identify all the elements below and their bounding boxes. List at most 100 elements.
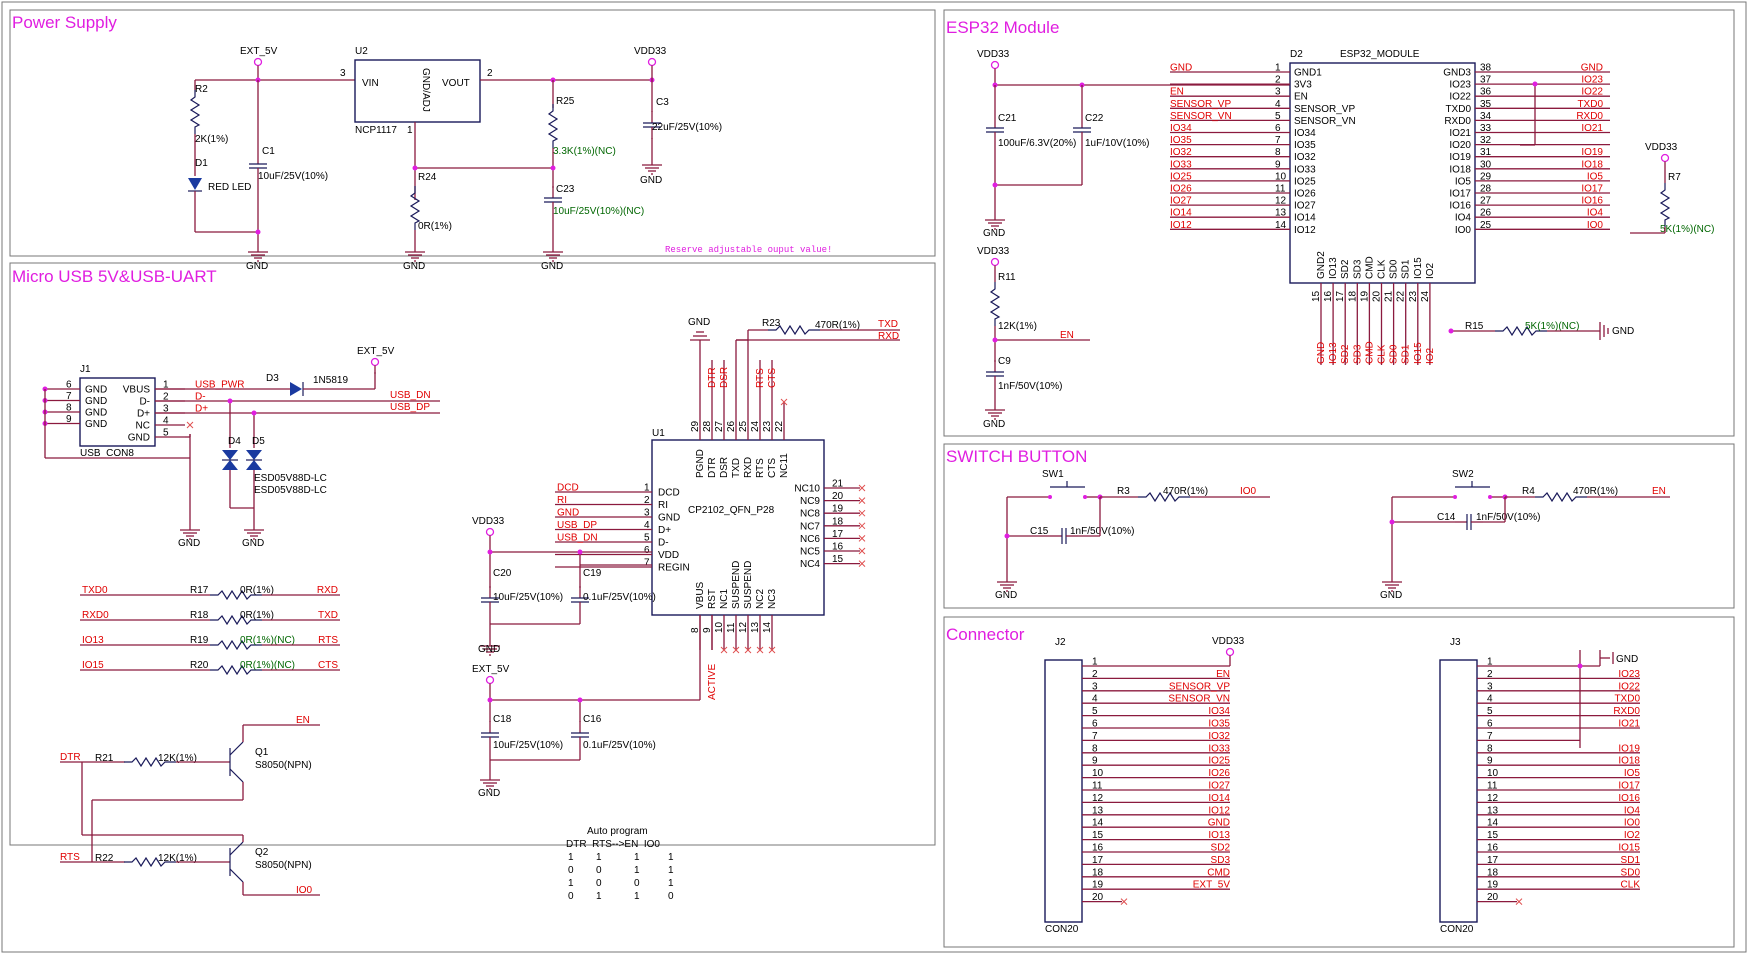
pin-number: 20 [1487,892,1499,903]
svg-text:1: 1 [407,125,413,136]
r24-value: 0R(1%) [418,221,452,232]
pin-number: 19 [1487,880,1499,891]
net-label: IO16 [1581,196,1603,207]
net-label: SD0 [1389,344,1400,364]
q1-part: S8050(NPN) [255,760,312,771]
c18-ref: C18 [493,714,512,725]
c23-value: 10uF/25V(10%)(NC) [553,206,644,217]
pin-number: 10 [714,621,725,633]
pin-name: IO2 [1425,262,1436,279]
pin-number: 5 [1092,706,1098,717]
pin-number: 1 [1275,63,1281,74]
auto-program-cell: 0 [568,865,574,876]
net-label: D- [195,392,206,403]
pin-number: 20 [1092,892,1104,903]
r21-value: 12K(1%) [158,753,197,764]
svg-text:GND: GND [640,175,662,186]
c3-ref: C3 [656,97,669,108]
c21-ref: C21 [998,113,1017,124]
net-label: GND [1316,342,1327,364]
u1-part: CP2102_QFN_P28 [688,505,775,516]
pin-name: PGND [695,449,706,478]
pin-number: 15 [1092,830,1104,841]
pin-name: IO16 [1449,201,1471,212]
d4-ref: D4 [228,436,241,447]
pin-number: 20 [832,491,844,502]
c18-value: 10uF/25V(10%) [493,740,563,751]
pin-name: NC [136,421,150,432]
pin-number: 19 [1092,880,1104,891]
txd-net: TXD [878,319,898,330]
pin-number: 18 [1347,290,1358,302]
pin-number: 8 [66,403,72,414]
c22-ref: C22 [1085,113,1104,124]
pin-name: D+ [137,409,150,420]
net-label: IO13 [1208,830,1230,841]
pin-name: GND [658,513,680,524]
net-label: EXT_5V [1193,880,1231,891]
r7-ref: R7 [1668,172,1681,183]
svg-text:VIN: VIN [362,78,379,89]
pin-name: IO15 [1413,257,1424,279]
net-label: IO4 [1624,805,1641,816]
pin-name: IO21 [1449,128,1471,139]
pin-name: IO5 [1455,176,1472,187]
pin-number: 11 [1092,781,1103,792]
r15-value: 5K(1%)(NC) [1525,321,1579,332]
net-label: USB_DP [557,520,597,531]
r2-value: 2K(1%) [195,134,228,145]
pin-number: 7 [1092,731,1098,742]
pin-number: 6 [644,545,650,556]
u1-bottom-pins: 8VBUS9RST10NC111SUSPEND12SUSPEND13NC214N… [690,561,778,700]
pin-name: NC5 [800,547,820,558]
pin-number: 14 [1275,220,1287,231]
pin-number: 1 [644,483,650,494]
pin-number: 18 [832,516,844,527]
net-label: IO33 [1170,159,1192,170]
net-label: IO18 [1618,756,1640,767]
d3-diode [290,382,302,396]
ref: R18 [190,610,209,621]
svg-text:GND: GND [478,788,500,799]
pin-name: SENSOR_VP [1294,104,1355,115]
net-label: RXD0 [1613,706,1640,717]
net-label: RXD0 [1576,111,1603,122]
pin-number: 31 [1480,147,1492,158]
auto-program-cell: 1 [634,865,640,876]
auto-program-cell: 1 [634,891,640,902]
pin-number: 13 [750,621,761,633]
pin-number: 2 [1487,669,1493,680]
pin-number: 16 [1323,290,1334,302]
pin-name: GND1 [1294,68,1322,79]
c15-ref: C15 [1030,526,1049,537]
c9-value: 1nF/50V(10%) [998,381,1062,392]
usb-title: Micro USB 5V&USB-UART [12,267,217,286]
pin-name: IO20 [1449,140,1471,151]
u2-regulator [354,59,481,123]
svg-text:3: 3 [340,68,346,79]
pin-name: VBUS [123,385,151,396]
pin-name: SUSPEND [731,561,742,609]
pin-name: NC4 [800,559,820,570]
r11-ref: R11 [998,272,1016,283]
r23-ref: R23 [762,318,781,329]
gnd-label: GND [246,261,268,272]
